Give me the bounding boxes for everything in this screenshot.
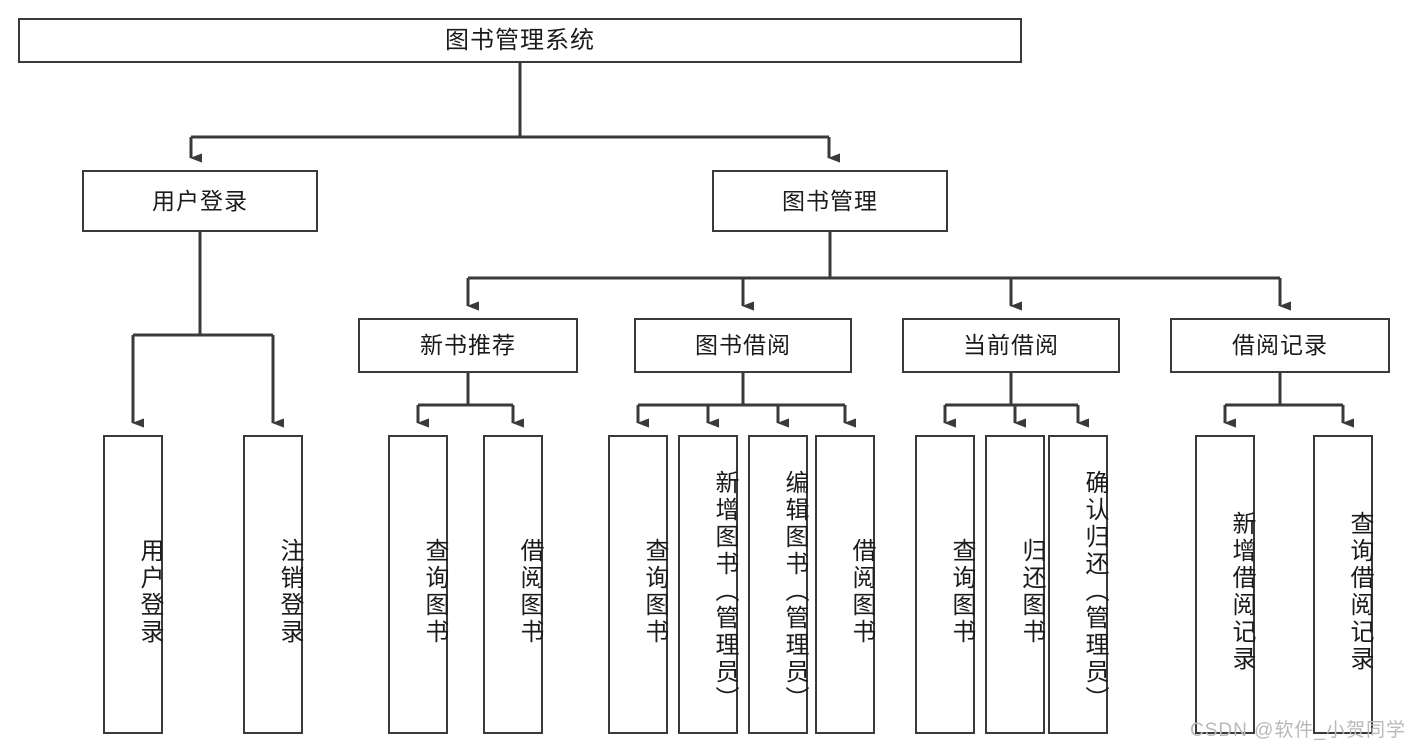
node-root-book-management-system[interactable]: 图书管理系统	[18, 18, 1022, 63]
node-label: 图书管理系统	[445, 26, 595, 54]
node-label: 查询图书	[641, 537, 668, 646]
node-borrow-record[interactable]: 借阅记录	[1170, 318, 1390, 373]
node-label: 新增借阅记录	[1228, 510, 1255, 673]
node-label: 编辑图书（管理员）	[781, 470, 808, 713]
node-label: 图书管理	[782, 187, 878, 214]
node-label: 图书借阅	[695, 332, 791, 359]
node-label: 查询图书	[948, 537, 975, 646]
node-leaf-edit-book[interactable]: 编辑图书（管理员）	[748, 435, 808, 734]
node-leaf-add-record[interactable]: 新增借阅记录	[1195, 435, 1255, 734]
node-leaf-confirm-return[interactable]: 确认归还（管理员）	[1048, 435, 1108, 734]
node-user-login[interactable]: 用户登录	[82, 170, 318, 232]
node-label: 借阅图书	[516, 537, 543, 646]
node-label: 借阅图书	[848, 537, 875, 646]
node-label: 查询借阅记录	[1346, 510, 1373, 673]
node-leaf-query-book-3[interactable]: 查询图书	[915, 435, 975, 734]
node-label: 查询图书	[421, 537, 448, 646]
node-leaf-borrow-book-1[interactable]: 借阅图书	[483, 435, 543, 734]
node-leaf-borrow-book-2[interactable]: 借阅图书	[815, 435, 875, 734]
node-leaf-query-book-2[interactable]: 查询图书	[608, 435, 668, 734]
node-label: 确认归还（管理员）	[1081, 470, 1108, 713]
node-label: 注销登录	[276, 537, 303, 646]
node-current-borrow[interactable]: 当前借阅	[902, 318, 1120, 373]
node-leaf-query-record[interactable]: 查询借阅记录	[1313, 435, 1373, 734]
node-label: 用户登录	[136, 537, 163, 646]
node-label: 新增图书（管理员）	[711, 470, 738, 713]
node-label: 当前借阅	[963, 332, 1059, 359]
node-leaf-add-book[interactable]: 新增图书（管理员）	[678, 435, 738, 734]
node-new-book-recommend[interactable]: 新书推荐	[358, 318, 578, 373]
node-label: 归还图书	[1018, 537, 1045, 646]
node-book-manage[interactable]: 图书管理	[712, 170, 948, 232]
node-leaf-query-book-1[interactable]: 查询图书	[388, 435, 448, 734]
node-label: 用户登录	[152, 187, 248, 214]
node-leaf-return-book[interactable]: 归还图书	[985, 435, 1045, 734]
node-leaf-user-login[interactable]: 用户登录	[103, 435, 163, 734]
node-label: 借阅记录	[1232, 332, 1328, 359]
node-leaf-user-logout[interactable]: 注销登录	[243, 435, 303, 734]
node-book-borrow[interactable]: 图书借阅	[634, 318, 852, 373]
csdn-watermark: CSDN @软件_小贺同学	[1190, 720, 1405, 741]
node-label: 新书推荐	[420, 332, 516, 359]
